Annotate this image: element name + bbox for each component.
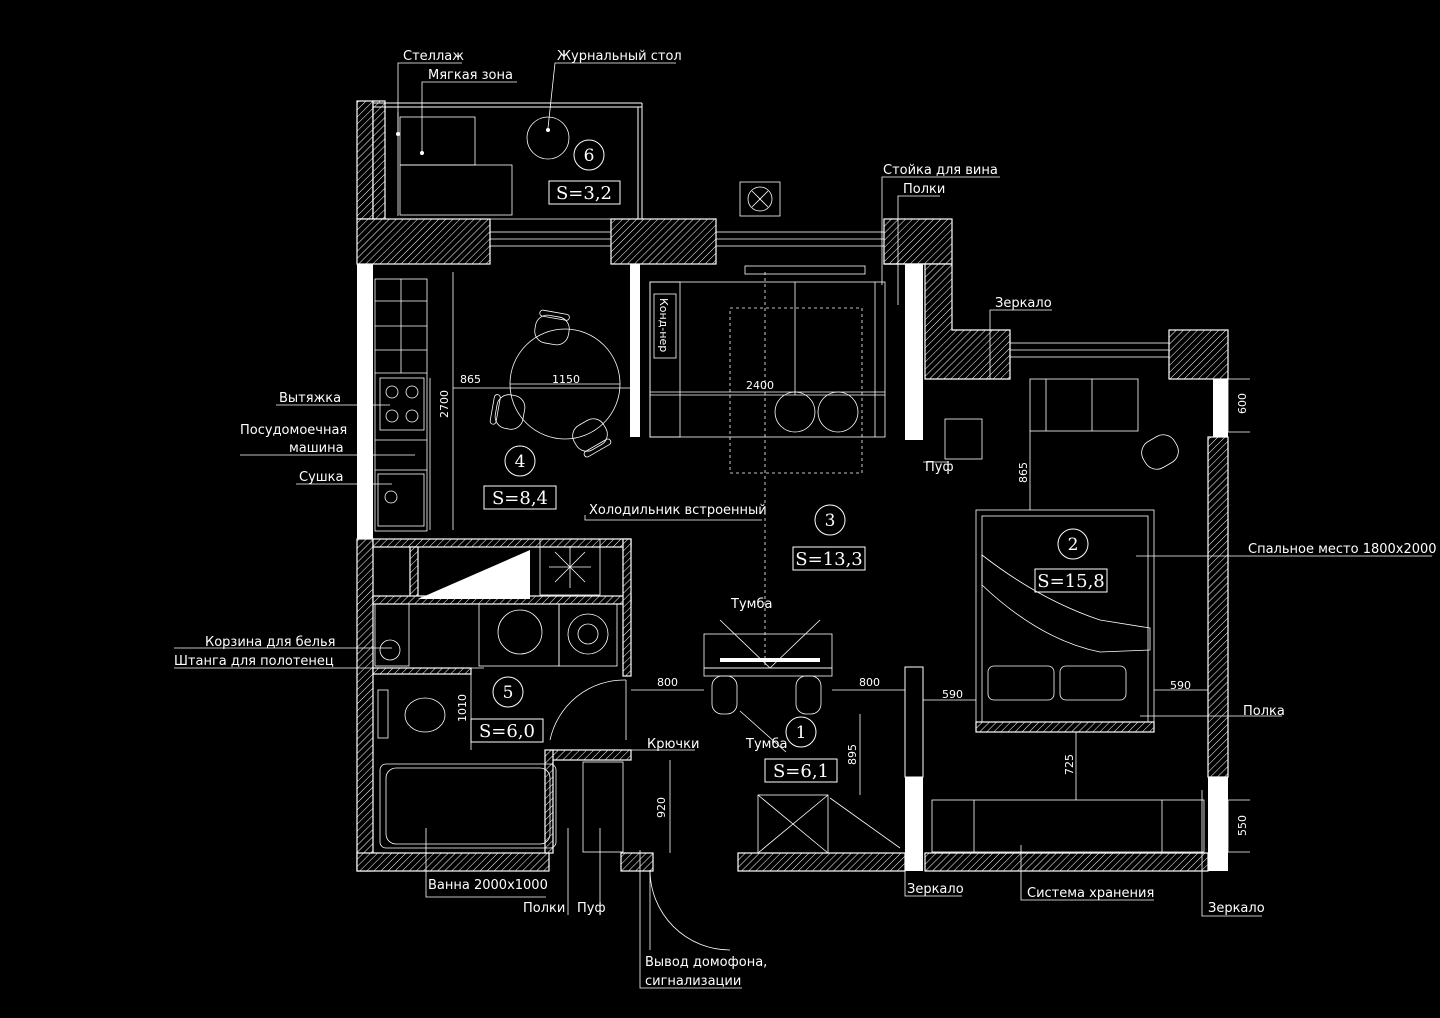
label-wine-rack: Стойка для вина — [883, 163, 998, 178]
room-4-number: 4 — [515, 452, 526, 472]
windows — [489, 218, 1170, 358]
leader-lines — [174, 62, 1432, 989]
dimension-text: 865 1150 2700 2400 600 865 590 590 725 5… — [438, 373, 1249, 836]
dim-725: 725 — [1063, 754, 1076, 775]
dim-550: 550 — [1236, 815, 1249, 836]
label-storage: Система хранения — [1027, 886, 1154, 901]
room-3-number: 3 — [825, 511, 836, 531]
label-towel-bar: Штанга для полотенец — [174, 654, 334, 669]
dim-1150: 1150 — [552, 373, 580, 386]
dim-600: 600 — [1236, 393, 1249, 414]
room-1-area: S=6,1 — [773, 761, 829, 782]
label-soft-zone: Мягкая зона — [428, 68, 513, 83]
label-hood: Вытяжка — [279, 391, 341, 406]
dim-895: 895 — [846, 744, 859, 765]
living-furniture: Конд-нер — [539, 265, 886, 715]
room-5-number: 5 — [503, 683, 514, 703]
label-pouf-bedroom: Пуф — [925, 460, 954, 475]
dim-590-left: 590 — [942, 688, 963, 701]
dim-865-kitchen: 865 — [460, 373, 481, 386]
label-laundry-basket: Корзина для белья — [205, 635, 335, 650]
label-bed: Спальное место 1800х2000 — [1248, 542, 1437, 557]
room-4-area: S=8,4 — [492, 488, 548, 509]
label-dishwasher-1: Посудомоечная — [240, 423, 347, 438]
label-coffee-table: Журнальный стол — [557, 49, 682, 64]
dim-920: 920 — [655, 797, 668, 818]
label-shelf-right: Полка — [1243, 704, 1285, 719]
dim-800-left: 800 — [657, 676, 678, 689]
conditioner-label: Конд-нер — [657, 298, 670, 352]
label-dishwasher-2: машина — [289, 441, 344, 456]
label-mirror-top: Зеркало — [995, 296, 1052, 311]
label-mirror-bottom: Зеркало — [907, 882, 964, 897]
dim-2400: 2400 — [746, 379, 774, 392]
dim-590-right: 590 — [1170, 679, 1191, 692]
room-1-number: 1 — [796, 723, 807, 743]
label-intercom-2: сигнализации — [645, 974, 741, 989]
label-shelves-bottom: Полки — [523, 901, 565, 916]
dim-2700: 2700 — [438, 390, 451, 418]
room-5-area: S=6,0 — [479, 721, 535, 742]
label-fridge: Холодильник встроенный — [589, 503, 767, 518]
label-nightstand-top: Тумба — [730, 597, 772, 612]
dim-865-bedroom: 865 — [1017, 462, 1030, 483]
label-pouf-hall: Пуф — [577, 901, 606, 916]
dim-1010: 1010 — [456, 694, 469, 722]
bathroom-fixtures — [374, 550, 901, 951]
label-mirror-right: Зеркало — [1208, 901, 1265, 916]
room-6-number: 6 — [584, 146, 595, 166]
room-3-area: S=13,3 — [795, 549, 863, 570]
label-hooks: Крючки — [647, 737, 699, 752]
label-nightstand-bottom: Тумба — [745, 737, 787, 752]
walls — [356, 100, 1229, 872]
bedroom-furniture — [931, 378, 1205, 853]
label-dryer: Сушка — [299, 470, 343, 485]
room-2-area: S=15,8 — [1037, 571, 1105, 592]
room-6-area: S=3,2 — [556, 183, 612, 204]
label-intercom-1: Вывод домофона, — [645, 955, 767, 970]
labels: Стеллаж Мягкая зона Журнальный стол Стой… — [174, 49, 1437, 989]
label-shelving: Стеллаж — [403, 49, 464, 64]
kitchen-furniture — [374, 272, 621, 532]
room-2-number: 2 — [1068, 535, 1079, 555]
label-shelves-top: Полки — [903, 182, 945, 197]
snowflake-icon — [549, 546, 591, 588]
room-tags: 6 S=3,2 4 S=8,4 3 S=13,3 2 S=15,8 5 S=6,… — [470, 139, 1108, 783]
dim-800-right: 800 — [859, 676, 880, 689]
label-bathtub: Ванна 2000х1000 — [428, 878, 548, 893]
